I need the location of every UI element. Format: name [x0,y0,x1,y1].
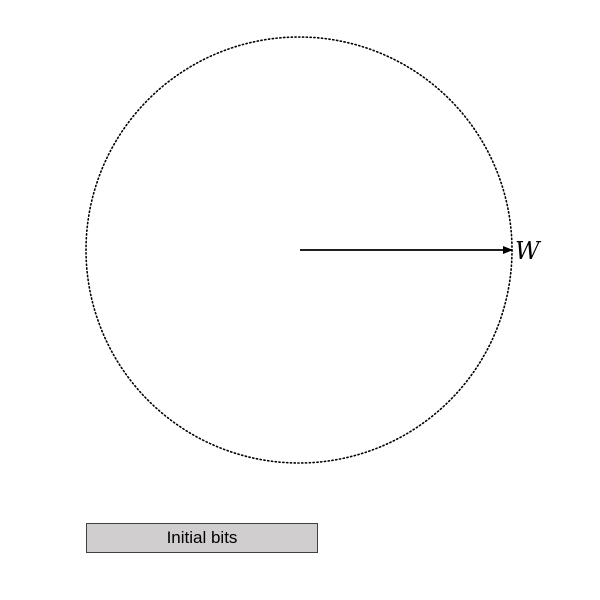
initial-bits-label: Initial bits [166,528,238,547]
initial-bits-box: Initial bits [86,523,318,553]
vector-label: W [515,237,542,265]
